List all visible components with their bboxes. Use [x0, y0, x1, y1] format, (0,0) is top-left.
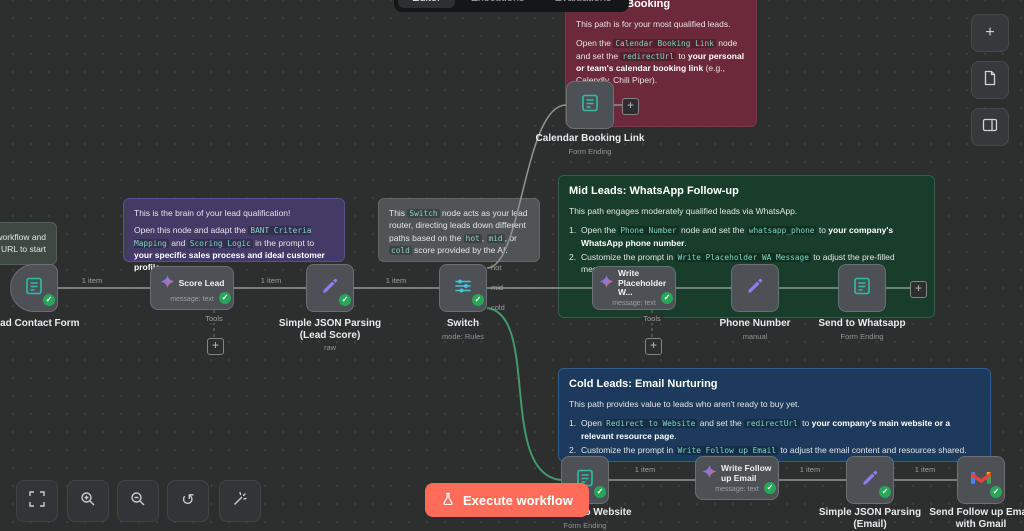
node-label: Simple JSON Parsing (Lead Score) raw [278, 318, 382, 352]
tools-port-label: Tools [641, 314, 663, 323]
sticky-brain-note[interactable]: This is the brain of your lead qualifica… [123, 198, 345, 272]
zoom-out-icon [130, 491, 146, 512]
execute-workflow-button[interactable]: Execute workflow [425, 483, 589, 517]
edge-item-count: 1 item [632, 465, 658, 474]
panel-icon [982, 117, 998, 138]
switch-output-hot: hot [491, 263, 502, 272]
tidy-up-button[interactable] [219, 480, 261, 522]
toggle-panel-button[interactable] [971, 108, 1009, 146]
node-label: Simple JSON Parsing (Email) [818, 507, 922, 530]
switch-sliders-icon [453, 276, 473, 301]
node-send-gmail[interactable]: ✓ [957, 456, 1005, 504]
edge-item-count: 1 item [383, 276, 409, 285]
success-check-icon: ✓ [879, 486, 891, 498]
sticky-switch-note[interactable]: This Switch node acts as your lead route… [378, 198, 540, 262]
node-phone-number[interactable] [731, 264, 779, 312]
ai-sparkle-icon [599, 274, 614, 294]
sticky-text: This path engages moderately qualified l… [569, 205, 798, 216]
plus-icon: + [985, 24, 995, 41]
zoom-in-icon [80, 491, 96, 512]
edge-item-count: 1 item [912, 465, 938, 474]
wand-icon [232, 491, 248, 512]
tools-port-label: Tools [203, 314, 225, 323]
pencil-icon [321, 277, 339, 300]
success-check-icon: ✓ [990, 486, 1002, 498]
switch-output-mid: mid [491, 283, 504, 292]
sticky-list-item: 2.Customize the prompt in Write Follow u… [569, 444, 967, 455]
ai-sparkle-icon [160, 274, 175, 294]
fit-view-button[interactable] [16, 480, 58, 522]
switch-output-cold: cold [491, 303, 505, 312]
edge-item-count: 1 item [797, 465, 823, 474]
form-icon [852, 276, 872, 301]
sticky-text: URL to start [0, 244, 46, 255]
success-check-icon: ✓ [472, 294, 484, 306]
add-sticky-button[interactable] [971, 61, 1009, 99]
pencil-icon [746, 277, 764, 300]
edge-item-count: 1 item [79, 276, 105, 285]
sticky-text: This is the brain of your lead qualifica… [134, 208, 291, 218]
success-check-icon: ✓ [43, 294, 55, 306]
pencil-icon [861, 469, 879, 492]
zoom-out-button[interactable] [117, 480, 159, 522]
sticky-text: Open the Calendar Booking Link node and … [576, 38, 745, 86]
add-node-inline-button[interactable]: + [622, 98, 639, 115]
add-node-inline-button[interactable]: + [910, 281, 927, 298]
node-simple-json-parsing-email[interactable]: ✓ [846, 456, 894, 504]
undo-icon: ↺ [181, 492, 195, 509]
add-tool-button[interactable]: + [207, 338, 224, 355]
tab-executions[interactable]: Executions [457, 0, 539, 8]
node-switch[interactable]: ✓ [439, 264, 487, 312]
node-simple-json-parsing-lead-score[interactable]: ✓ [306, 264, 354, 312]
sticky-text: This path provides value to leads who ar… [569, 398, 800, 409]
edge-item-count: 1 item [258, 276, 284, 285]
tab-evaluations[interactable]: Evaluations [541, 0, 626, 8]
fit-view-icon [29, 490, 45, 512]
sticky-text: Open this node and adapt the BANT Criter… [134, 225, 325, 273]
add-node-button[interactable]: + [971, 14, 1009, 52]
node-write-follow-up-email[interactable]: Write Follow up Email message: text ✓ [695, 456, 779, 500]
success-check-icon: ✓ [219, 292, 231, 304]
node-label: Phone Number manual [719, 318, 791, 341]
gmail-icon [971, 470, 991, 491]
reset-zoom-button[interactable]: ↺ [167, 480, 209, 522]
sticky-trigger-note[interactable]: workflow and URL to start [0, 222, 57, 265]
note-icon [982, 70, 998, 91]
sticky-text: This path is for your most qualified lea… [576, 18, 731, 29]
form-icon [24, 276, 44, 301]
sticky-cold-leads[interactable]: Cold Leads: Email Nurturing This path pr… [558, 368, 991, 462]
sticky-list-item: 1.Open the Phone Number node and set the… [569, 225, 894, 248]
success-check-icon: ✓ [661, 292, 673, 304]
sticky-list-item: 1.Open Redirect to Website and set the r… [569, 418, 951, 441]
ai-sparkle-icon [702, 464, 717, 484]
node-label: Send to Whatsapp Form Ending [818, 318, 906, 341]
success-check-icon: ✓ [594, 486, 606, 498]
node-calendar-booking-link[interactable] [566, 81, 614, 129]
sticky-title: Mid Leads: WhatsApp Follow-up [569, 185, 739, 197]
success-check-icon: ✓ [764, 482, 776, 494]
execute-workflow-label: Execute workflow [463, 492, 573, 508]
sticky-text: This Switch node acts as your lead route… [389, 208, 528, 255]
node-send-to-whatsapp[interactable] [838, 264, 886, 312]
node-score-lead[interactable]: Score Lead message: text ✓ [150, 266, 234, 310]
zoom-in-button[interactable] [67, 480, 109, 522]
sticky-text: workflow and [0, 232, 46, 242]
add-tool-button[interactable]: + [645, 338, 662, 355]
flask-icon [441, 492, 455, 509]
sticky-title: Cold Leads: Email Nurturing [569, 378, 718, 390]
node-label: Send Follow up Email with Gmail [929, 507, 1024, 530]
node-label: Lead Contact Form [0, 318, 80, 329]
node-write-placeholder-wa[interactable]: Write Placeholder W... message: text ✓ [592, 266, 676, 310]
node-label: Switch mode: Rules [441, 318, 485, 341]
node-label: Calendar Booking Link Form Ending [535, 133, 645, 156]
form-icon [580, 93, 600, 118]
success-check-icon: ✓ [339, 294, 351, 306]
tab-editor[interactable]: Editor [398, 0, 455, 8]
node-lead-contact-form[interactable]: ✓ [10, 264, 58, 312]
view-tabs: Editor Executions Evaluations [394, 0, 630, 12]
